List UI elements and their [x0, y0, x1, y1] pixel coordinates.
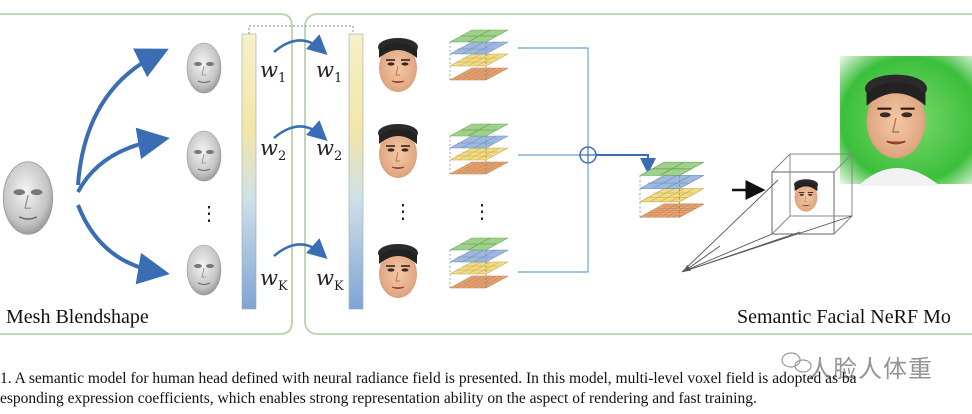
nerf-model-label: Semantic Facial NeRF Mo [737, 306, 951, 328]
aggregate-arrow [596, 154, 656, 174]
combined-voxel-field [639, 161, 705, 218]
camera-ray-arrow [683, 245, 721, 272]
rendered-portrait [863, 73, 929, 160]
left-panel-border [0, 13, 293, 335]
face-render-2 [377, 123, 419, 179]
face-render-1 [377, 37, 419, 93]
blendshape-arrow-k [76, 204, 170, 285]
weight-left-2: w2 [260, 136, 287, 165]
voxel-field-2 [449, 123, 509, 175]
voxel-ellipsis: ⋮ [472, 199, 492, 223]
aggregation-line-k [518, 164, 589, 273]
render-volume-cube [771, 153, 853, 235]
voxel-field-1 [449, 29, 509, 81]
caption-line-2: esponding expression coefficients, which… [0, 390, 757, 407]
wechat-icon [781, 352, 812, 373]
render-cube-face [793, 178, 819, 213]
weight-left-1: w1 [260, 58, 287, 87]
sum-operator-cross [580, 147, 596, 163]
mesh-blendshape-k [186, 244, 222, 296]
coefficient-bar-left [241, 33, 257, 310]
caption-line-1: 1. A semantic model for human head defin… [0, 370, 857, 387]
face-render-k [377, 243, 419, 299]
right-panel-border [304, 13, 972, 335]
blendshape-arrow-2 [76, 127, 170, 193]
weight-arrow-1 [273, 34, 328, 56]
weight-left-k: wK [260, 266, 288, 295]
voxel-field-k [449, 237, 509, 289]
mesh-ellipsis: ⋮ [199, 201, 219, 225]
mesh-blendshape-1 [186, 42, 222, 94]
dotted-connector [248, 25, 354, 34]
blendshape-arrow-1 [76, 48, 169, 186]
coefficient-bar-right [348, 33, 364, 310]
weight-right-k: wK [316, 266, 344, 295]
weight-arrow-2 [273, 120, 328, 142]
weight-right-1: w1 [316, 58, 343, 87]
neutral-mesh-head [2, 161, 54, 235]
mesh-blendshape-2 [186, 130, 222, 182]
camera-rays [681, 179, 853, 273]
face-ellipsis: ⋮ [393, 199, 413, 223]
watermark-text: 人脸人体重 [808, 355, 933, 383]
weight-arrow-k [273, 238, 328, 260]
mesh-blendshape-label: Mesh Blendshape [6, 306, 149, 328]
aggregation-line-1 [518, 47, 589, 146]
portrait-shoulders [858, 168, 940, 186]
weight-right-2: w2 [316, 136, 343, 165]
